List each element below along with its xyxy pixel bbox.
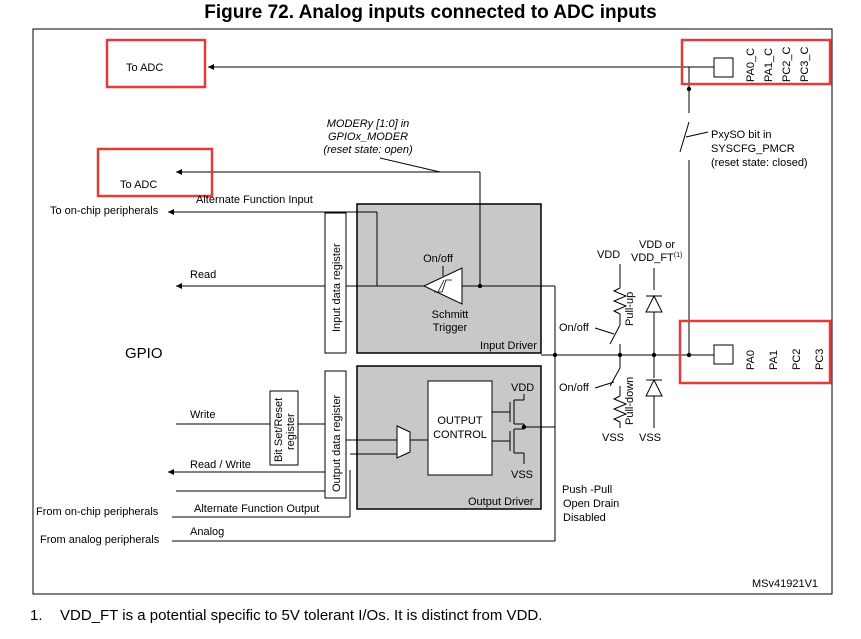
open-drain-label: Open Drain [563, 498, 619, 510]
pull-down-onoff-label: On/off [559, 382, 590, 394]
output-mux [396, 425, 411, 459]
pins-top-group: PA0_C PA1_C PC2_C PC3_C [745, 46, 811, 82]
schmitt-label: Trigger [433, 322, 468, 334]
from-analog-label: From analog peripherals [40, 534, 160, 546]
highlight-to-adc-top [105, 38, 207, 89]
analog-label: Analog [190, 526, 224, 538]
pxyso-label: SYSCFG_PMCR [711, 143, 795, 155]
gpio-label: GPIO [125, 345, 163, 362]
output-control-label: CONTROL [433, 429, 487, 441]
pull-down-resistor [612, 395, 628, 423]
pxyso-leader [685, 131, 709, 138]
output-driver-label: Output Driver [468, 496, 534, 508]
to-adc-top-label: To ADC [126, 62, 163, 74]
analog-switch-blade [679, 121, 690, 153]
figure-title: Figure 72. Analog inputs connected to AD… [204, 2, 657, 23]
bit-set-register-label: register [285, 413, 297, 450]
pxyso-label: (reset state: closed) [711, 157, 808, 169]
pull-up-onoff-label: On/off [559, 322, 590, 334]
moder-label: GPIOx_MODER [328, 131, 408, 143]
vss-label: VSS [602, 432, 624, 444]
pin-pad-bottom [713, 344, 734, 365]
pin-label-pa0: PA0 [745, 350, 757, 370]
to-adc-mid-label: To ADC [120, 179, 157, 191]
pin-label-pa1: PA1 [768, 350, 780, 370]
moder-label: MODERy [1:0] in [327, 118, 410, 130]
read-label: Read [190, 269, 216, 281]
ref-id-label: MSv41921V1 [752, 578, 818, 590]
highlight-to-adc-mid [96, 147, 214, 198]
input-driver-label: Input Driver [480, 340, 537, 352]
alt-func-output-label: Alternate Function Output [194, 503, 319, 515]
output-control-label: OUTPUT [437, 415, 483, 427]
vss-label: VSS [639, 432, 661, 444]
bit-set-reset-register-box [269, 390, 299, 466]
diagram-frame [32, 28, 833, 595]
upper-diode [645, 294, 663, 313]
moder-label: (reset state: open) [323, 144, 413, 156]
footnote-text: VDD_FT is a potential specific to 5V tol… [60, 607, 543, 624]
pull-up-switch [609, 324, 621, 345]
junction-dot [686, 86, 692, 92]
junction-dot [521, 424, 527, 430]
disabled-label: Disabled [563, 512, 606, 524]
pull-up-resistor [612, 287, 628, 315]
lower-diode [645, 378, 663, 397]
read-write-label: Read / Write [190, 459, 251, 471]
output-control-box [427, 380, 493, 476]
output-data-register-label: Output data register [331, 394, 343, 492]
highlight-pins-top [680, 38, 832, 86]
pin-label-pc2_c: PC2_C [781, 46, 793, 82]
pins-bottom-group: PA0 PA1 PC2 PC3 [745, 349, 826, 370]
from-onchip-label: From on-chip peripherals [36, 506, 159, 518]
pull-up-onoff-leader [594, 327, 615, 335]
alt-func-input-label: Alternate Function Input [196, 194, 313, 206]
to-onchip-label: To on-chip peripherals [50, 205, 159, 217]
gpio-adc-diagram: To ADC To ADC MODERy [1:0] in GPIOx_MODE… [32, 28, 833, 595]
schmitt-label: Schmitt [432, 309, 469, 321]
write-label: Write [190, 409, 215, 421]
push-pull-label: Push -Pull [562, 484, 612, 496]
pull-down-onoff-leader [594, 381, 615, 389]
vdd-label: VDD [597, 249, 620, 261]
footnote: 1. VDD_FT is a potential specific to 5V t… [30, 606, 542, 626]
input-data-register-label: Input data register [331, 243, 343, 332]
vdd-or-label: VDD or [639, 239, 675, 251]
pin-pad-top [713, 57, 734, 78]
pin-label-pa1_c: PA1_C [763, 48, 775, 82]
vss-out-label: VSS [511, 469, 533, 481]
input-data-register-box [324, 212, 347, 354]
pin-label-pc2: PC2 [791, 349, 803, 370]
pin-label-pa0_c: PA0_C [745, 48, 757, 82]
junction-dot [686, 352, 692, 358]
pin-label-pc3_c: PC3_C [799, 46, 811, 82]
vdd-out-label: VDD [511, 382, 534, 394]
pin-label-pc3: PC3 [814, 349, 826, 370]
vdd-ft-label: VDD_FT(1) [631, 252, 682, 264]
pull-down-label: Pull-down [624, 377, 636, 425]
schmitt-hysteresis-mark [437, 279, 445, 293]
footnote-number: 1. [30, 607, 43, 624]
pxyso-label: PxySO bit in [711, 129, 772, 141]
highlight-pins-bottom [678, 319, 832, 385]
moder-leader [379, 157, 441, 173]
schmitt-onoff-label: On/off [423, 253, 454, 265]
bit-set-register-label: Bit Set/Reset [273, 398, 285, 462]
pull-up-label: Pull-up [624, 292, 636, 326]
output-data-register-box [324, 370, 347, 499]
